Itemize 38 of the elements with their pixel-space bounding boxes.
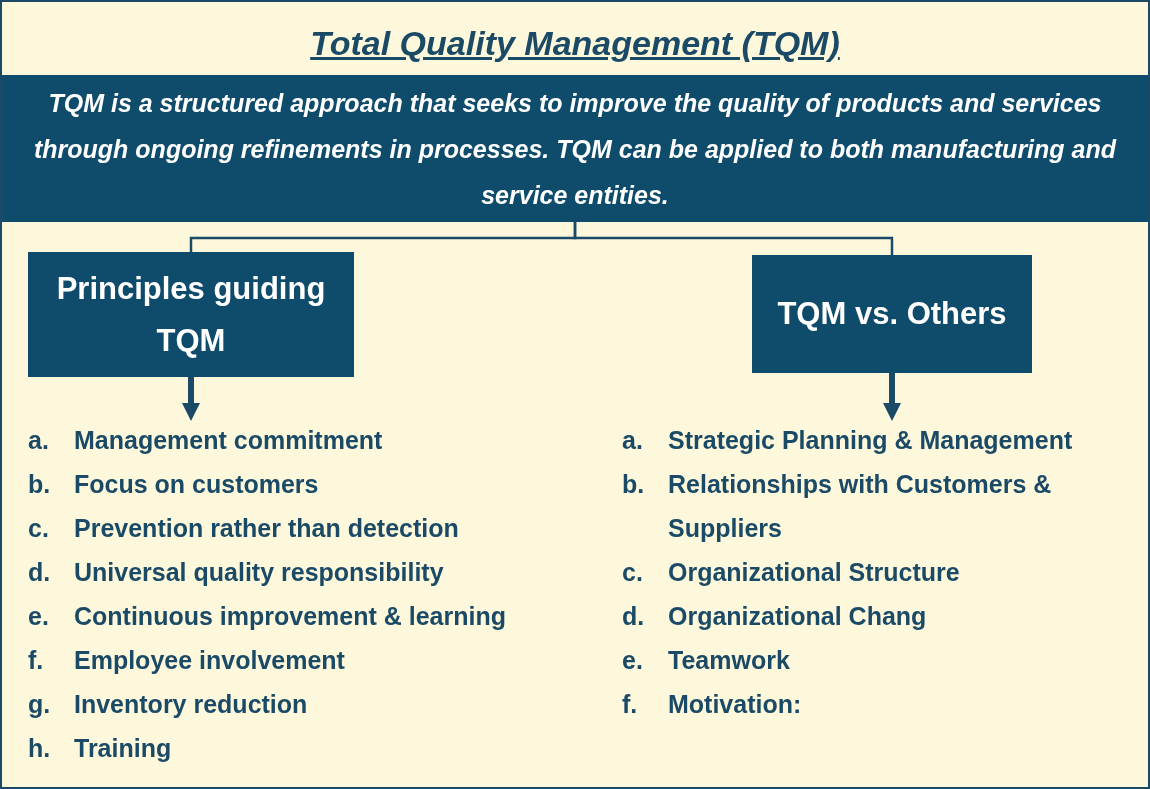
list-item: Motivation: [668,689,802,720]
list-marker: b. [622,469,646,500]
heading-text: Principles guiding TQM [55,269,327,360]
list-marker: e. [28,601,50,632]
list-marker: e. [622,645,644,676]
list-marker: c. [622,557,644,588]
list-marker: b. [28,469,52,500]
list-item: Focus on customers [74,469,319,500]
connector-line [573,222,894,255]
list-item: Prevention rather than detection [74,513,459,544]
arrow [883,373,901,421]
list-marker: d. [622,601,646,632]
list-marker: d. [28,557,52,588]
list-marker: f. [622,689,639,720]
list-marker: c. [28,513,50,544]
list-item: Strategic Planning & Management [668,425,1073,456]
list-item: Universal quality responsibility [74,557,444,588]
list-marker: a. [28,425,50,456]
list-item: Employee involvement [74,645,345,676]
list-marker: f. [28,645,45,676]
list-marker: a. [622,425,644,456]
list-item: Continuous improvement & learning [74,601,506,632]
list-item: Relationships with Customers & Suppliers [668,469,1053,544]
list-item: Management commitment [74,425,383,456]
description-text: TQM is a structured approach that seeks to improve the quality of products and services through ongoing refinements in processes. TQM can be applied to both manufacturing and service entities. [33,87,1118,211]
title: Total Quality Management (TQM) [309,23,841,64]
list-marker: g. [28,689,52,720]
heading-text: TQM vs. Others [777,295,1007,333]
list-item: Training [74,733,172,764]
arrow [182,377,200,421]
heading-box [752,255,1032,373]
list-marker: h. [28,733,52,764]
list-item: Organizational Chang [668,601,927,632]
heading-box [28,252,354,377]
list-item: Organizational Structure [668,557,960,588]
list-item: Inventory reduction [74,689,308,720]
description-banner [2,75,1148,222]
list-item: Teamwork [668,645,790,676]
